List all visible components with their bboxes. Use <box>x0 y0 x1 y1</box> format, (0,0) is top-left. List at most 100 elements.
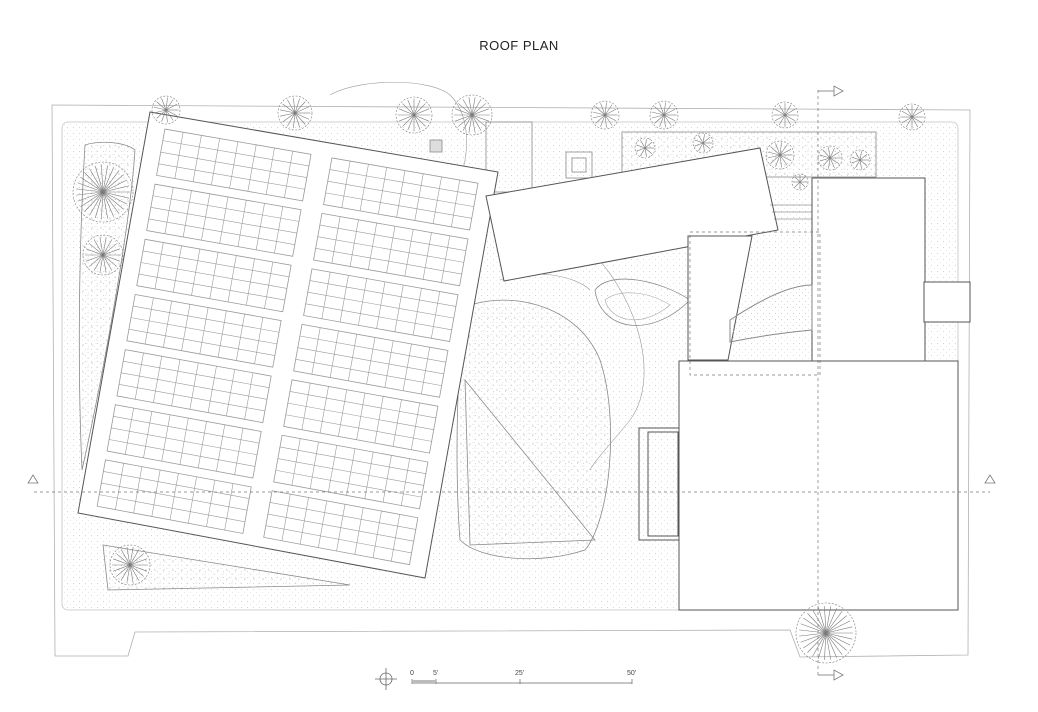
panel-column-line <box>329 330 339 378</box>
solar-canopy <box>77 111 499 579</box>
panel-column-line <box>400 458 410 506</box>
panel-column-line <box>216 424 226 472</box>
panel-column-line <box>441 235 451 283</box>
panel-column-line <box>374 396 384 444</box>
tree-icon <box>277 95 313 131</box>
panel-column-line <box>346 448 356 496</box>
panel-column-line <box>349 219 359 267</box>
panel-column-line <box>211 138 220 185</box>
panel-column-line <box>181 304 191 351</box>
panel-column-line <box>133 466 143 514</box>
tree-icon <box>634 137 656 159</box>
panel-column-line <box>368 222 378 270</box>
panel-column-line <box>301 383 311 430</box>
panel-column-line <box>431 291 441 339</box>
panel-column-line <box>291 438 301 486</box>
panel-column-line <box>229 141 239 189</box>
panel-column-line <box>402 343 412 391</box>
panel-column-line <box>187 476 197 524</box>
panel-column-line <box>207 366 217 413</box>
panel-column-line <box>319 386 329 434</box>
panel-column-line <box>115 463 124 510</box>
panel-column-line <box>169 473 179 520</box>
panel-column-line <box>396 170 406 218</box>
panel-column-line <box>414 173 424 221</box>
tree-icon <box>771 101 799 129</box>
panel-column-line <box>209 252 219 299</box>
panel-column-line <box>153 356 163 403</box>
panel-column-line <box>189 362 199 410</box>
panel-column-line <box>244 372 254 420</box>
panel-column-line <box>124 408 134 455</box>
garden-area <box>329 81 691 560</box>
panel-column-line <box>254 317 264 364</box>
panel-column-line <box>247 144 257 192</box>
panel-column-line <box>376 281 386 329</box>
panel-column-line <box>234 428 244 475</box>
panel-column-line <box>328 445 338 493</box>
panel-column-line <box>227 255 237 303</box>
scale-tick-25: 25' <box>515 670 524 677</box>
tree-icon <box>451 94 493 136</box>
panel-column-line <box>199 307 209 355</box>
panel-column-line <box>341 161 351 208</box>
left-planter <box>78 141 136 471</box>
tree-icon <box>109 544 151 586</box>
tree-icon <box>692 132 714 154</box>
panel-column-line <box>265 147 275 195</box>
tree-icon <box>649 100 679 130</box>
panel-column-line <box>192 135 202 182</box>
north-arrow-icon <box>375 668 397 690</box>
building-roof <box>638 177 971 611</box>
panel-column-line <box>217 310 227 358</box>
panel-column-line <box>359 164 369 211</box>
panel-column-line <box>237 200 247 247</box>
panel-column-line <box>143 411 153 458</box>
tree-icon <box>791 173 809 191</box>
panel-column-line <box>318 500 328 548</box>
panel-column-line <box>382 455 392 503</box>
panel-column-line <box>338 389 348 437</box>
tree-icon <box>849 149 871 171</box>
panel-column-line <box>354 507 364 555</box>
scale-tick-50: 50' <box>627 670 636 677</box>
panel-column-line <box>219 196 229 244</box>
panel-column-line <box>412 288 422 336</box>
panel-column-line <box>182 190 192 238</box>
tree-icon <box>590 100 620 130</box>
solar-panel-grid <box>96 128 479 566</box>
panel-column-line <box>172 245 182 293</box>
panel-column-line <box>432 176 442 224</box>
scale-tick-5: 5' <box>433 670 438 677</box>
panel-column-line <box>179 418 189 465</box>
panel-column-line <box>164 187 174 234</box>
panel-column-line <box>358 278 368 326</box>
bridge-walkway <box>485 147 812 282</box>
tree-icon <box>72 161 134 223</box>
panel-column-line <box>311 327 321 375</box>
panel-column-line <box>144 297 154 345</box>
section-lines <box>34 90 990 676</box>
panel-column-line <box>451 179 461 227</box>
tree-icon <box>395 96 433 134</box>
tree-icon <box>82 234 124 276</box>
panel-column-line <box>281 494 291 541</box>
scale-bar <box>411 679 633 684</box>
panel-column-line <box>394 284 404 332</box>
scale-tick-0: 0 <box>410 670 414 677</box>
panel-column-line <box>134 352 144 400</box>
panel-column-line <box>197 421 207 468</box>
tree-icon <box>898 103 926 131</box>
panel-column-line <box>151 469 161 517</box>
panel-column-line <box>201 193 211 241</box>
panel-column-line <box>274 206 284 254</box>
panel-column-line <box>171 359 181 406</box>
panel-column-line <box>384 340 394 388</box>
panel-column-line <box>348 334 358 381</box>
trees <box>72 94 926 664</box>
panel-column-line <box>364 451 374 499</box>
panel-column-line <box>224 483 234 531</box>
panel-column-line <box>339 275 349 323</box>
page-title: ROOF PLAN <box>479 38 559 53</box>
panel-column-line <box>378 167 388 215</box>
